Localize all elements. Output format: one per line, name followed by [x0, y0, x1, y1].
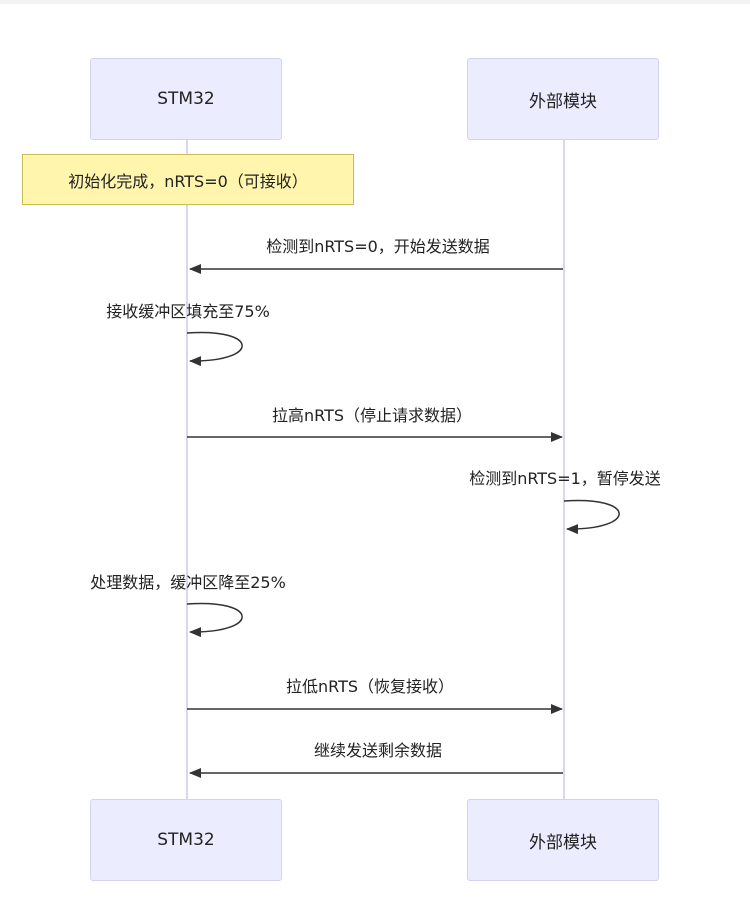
message-label-3: 拉高nRTS（停止请求数据） [271, 406, 473, 425]
message-label-2: 接收缓冲区填充至75% [106, 302, 270, 321]
actor-label: STM32 [157, 830, 215, 850]
actor-module-top: 外部模块 [467, 58, 659, 140]
actor-stm32-bottom: STM32 [90, 799, 282, 881]
lifeline-module [563, 140, 565, 800]
message-label-1: 检测到nRTS=0，开始发送数据 [266, 237, 490, 256]
message-label-7: 继续发送剩余数据 [313, 741, 443, 760]
message-loop-5 [186, 602, 243, 638]
top-strip [0, 0, 750, 4]
message-loop-2 [186, 331, 243, 367]
message-loop-4 [563, 499, 620, 535]
actor-module-bottom: 外部模块 [467, 799, 659, 881]
lifeline-stm32 [186, 140, 188, 800]
message-label-5: 处理数据，缓冲区降至25% [90, 573, 286, 592]
message-label-4: 检测到nRTS=1，暂停发送 [469, 469, 661, 488]
actor-label: 外部模块 [529, 832, 597, 853]
note-init: 初始化完成，nRTS=0（可接收） [22, 154, 354, 205]
actor-stm32-top: STM32 [90, 58, 282, 140]
actor-label: 外部模块 [529, 91, 597, 112]
actor-label: STM32 [157, 89, 215, 109]
message-label-6: 拉低nRTS（恢复接收） [285, 677, 455, 696]
note-text: 初始化完成，nRTS=0（可接收） [68, 171, 308, 191]
